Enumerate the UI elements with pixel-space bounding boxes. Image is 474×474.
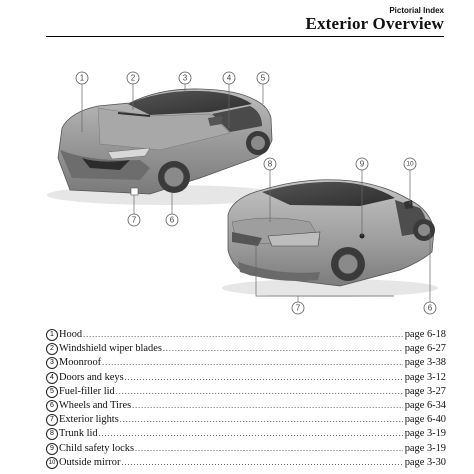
callout-2: 2	[126, 71, 140, 85]
svg-text:10: 10	[406, 161, 414, 168]
page-reference: page 3-12	[404, 371, 446, 383]
item-number: 9	[46, 442, 58, 455]
dot-leader	[125, 371, 403, 385]
svg-text:8: 8	[268, 160, 273, 169]
dot-leader	[83, 328, 403, 342]
item-label: Fuel-filler lid	[59, 385, 115, 397]
callout-5: 5	[256, 71, 270, 85]
index-item-outside-mirror[interactable]: 10 Outside mirror page 3-30	[46, 456, 446, 470]
svg-text:6: 6	[170, 216, 175, 225]
index-item-child-safety-locks[interactable]: 9 Child safety locks page 3-19	[46, 442, 446, 456]
callout-markers: 1 2 3 4 5 7 6 8 9 10 7 6	[75, 71, 437, 315]
item-number: 3	[46, 357, 58, 370]
callout-6-rear: 6	[423, 301, 437, 315]
svg-text:7: 7	[132, 216, 137, 225]
item-label: Exterior lights	[59, 414, 119, 426]
item-label: Hood	[59, 329, 83, 340]
svg-text:1: 1	[80, 74, 85, 83]
item-number: 1	[46, 329, 58, 341]
dot-leader	[99, 427, 403, 441]
callout-3: 3	[178, 71, 192, 85]
exterior-index-list: 1 Hood page 6-18 2 Windshield wiper blad…	[46, 328, 446, 470]
title-divider	[46, 36, 444, 37]
page-reference: page 3-19	[404, 442, 446, 454]
index-item-exterior-lights[interactable]: 7 Exterior lights page 6-40	[46, 413, 446, 427]
item-label: Doors and keys	[59, 371, 124, 383]
dot-leader	[120, 413, 403, 427]
index-item-doors-and-keys[interactable]: 4 Doors and keys page 3-12	[46, 371, 446, 385]
callout-10: 10	[403, 157, 417, 171]
item-label: Moonroof	[59, 357, 102, 369]
index-item-windshield-wiper-blades[interactable]: 2 Windshield wiper blades page 6-27	[46, 342, 446, 356]
callout-7-front: 7	[127, 213, 141, 227]
item-number: 4	[46, 371, 58, 384]
page-reference: page 6-27	[404, 343, 446, 355]
item-label: Windshield wiper blades	[59, 343, 162, 355]
section-label: Pictorial Index	[389, 6, 444, 15]
page-reference: page 3-19	[404, 428, 446, 440]
car-illustration: 1 2 3 4 5 7 6 8 9 10 7 6	[47, 71, 438, 315]
dot-leader	[163, 342, 403, 356]
item-number: 7	[46, 414, 58, 427]
callout-9: 9	[355, 157, 369, 171]
front-car	[47, 88, 283, 205]
page-title: Exterior Overview	[305, 14, 444, 33]
item-label: Outside mirror	[59, 456, 121, 468]
page-reference: page 3-38	[404, 357, 446, 369]
item-label: Child safety locks	[59, 442, 135, 454]
page-reference: page 6-40	[404, 414, 446, 426]
page-reference: page 6-18	[404, 329, 446, 340]
item-label: Wheels and Tires	[59, 399, 132, 411]
svg-text:9: 9	[360, 160, 365, 169]
item-number: 8	[46, 428, 58, 441]
item-label: Trunk lid	[59, 428, 98, 440]
index-item-trunk-lid[interactable]: 8 Trunk lid page 3-19	[46, 427, 446, 441]
callout-1: 1	[75, 71, 89, 85]
index-item-wheels-and-tires[interactable]: 6 Wheels and Tires page 6-34	[46, 399, 446, 413]
svg-text:6: 6	[428, 304, 433, 313]
dot-leader	[132, 399, 403, 413]
page-reference: page 3-27	[404, 385, 446, 397]
callout-4: 4	[222, 71, 236, 85]
svg-text:2: 2	[131, 74, 136, 83]
dot-leader	[121, 456, 402, 470]
callout-8: 8	[263, 157, 277, 171]
callout-6-front: 6	[165, 213, 179, 227]
item-number: 10	[46, 456, 58, 469]
callout-lines	[81, 84, 431, 302]
page-reference: page 6-34	[404, 399, 446, 411]
callout-7-rear: 7	[291, 301, 305, 315]
page-reference: page 3-30	[404, 456, 446, 468]
index-item-fuel-filler-lid[interactable]: 5 Fuel-filler lid page 3-27	[46, 385, 446, 399]
svg-text:4: 4	[227, 74, 232, 83]
index-item-moonroof[interactable]: 3 Moonroof page 3-38	[46, 356, 446, 370]
item-number: 2	[46, 343, 58, 356]
svg-text:3: 3	[183, 74, 188, 83]
svg-text:5: 5	[261, 74, 266, 83]
dot-leader	[135, 442, 403, 456]
rear-car	[222, 179, 438, 297]
dot-leader	[116, 385, 403, 399]
dot-leader	[102, 356, 403, 370]
item-number: 5	[46, 385, 58, 398]
page-header: Pictorial Index Exterior Overview	[0, 0, 474, 40]
svg-text:7: 7	[296, 304, 301, 313]
item-number: 6	[46, 399, 58, 412]
index-item-hood[interactable]: 1 Hood page 6-18	[46, 328, 446, 342]
